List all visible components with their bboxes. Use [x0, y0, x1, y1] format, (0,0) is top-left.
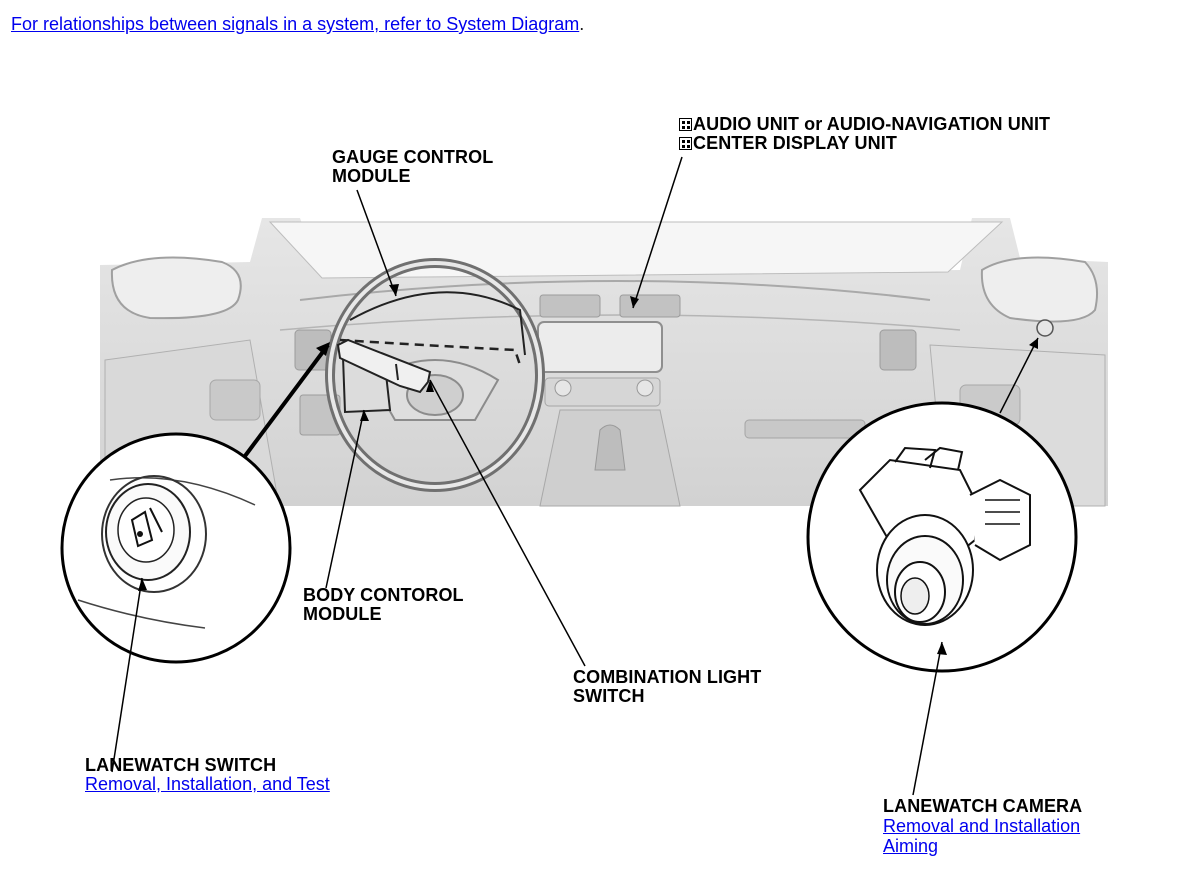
lanewatch-switch-label: LANEWATCH SWITCH: [85, 755, 277, 775]
body-control-module-label: BODY CONTOROL MODULE: [303, 585, 464, 624]
gauge-control-module-label: GAUGE CONTROL MODULE: [332, 147, 494, 186]
leader-lines: [111, 156, 1039, 796]
lanewatch-camera-removal-link[interactable]: Removal and Installation: [883, 816, 1081, 836]
system-diagram-link[interactable]: For relationships between signals in a s…: [11, 14, 580, 34]
arrowheads: [138, 284, 1038, 655]
lanewatch-camera-label: LANEWATCH CAMERA: [883, 796, 1083, 816]
lanewatch-camera-aiming-link[interactable]: Aiming: [883, 836, 939, 856]
intro-period: .: [579, 14, 585, 34]
combination-light-switch-label: COMBINATION LIGHT SWITCH: [573, 667, 762, 706]
variant-marker-icon: [679, 137, 692, 150]
lanewatch-switch-callout-circle: [60, 432, 292, 664]
lanewatch-switch-removal-link[interactable]: Removal, Installation, and Test: [85, 774, 330, 794]
lanewatch-camera-callout-circle: [806, 401, 1078, 673]
audio-unit-label: AUDIO UNIT or AUDIO-NAVIGATION UNIT: [679, 115, 1050, 134]
variant-marker-icon: [679, 118, 692, 131]
center-display-unit-label: CENTER DISPLAY UNIT: [679, 134, 897, 153]
intro-text: For relationships between signals in a s…: [11, 14, 584, 35]
